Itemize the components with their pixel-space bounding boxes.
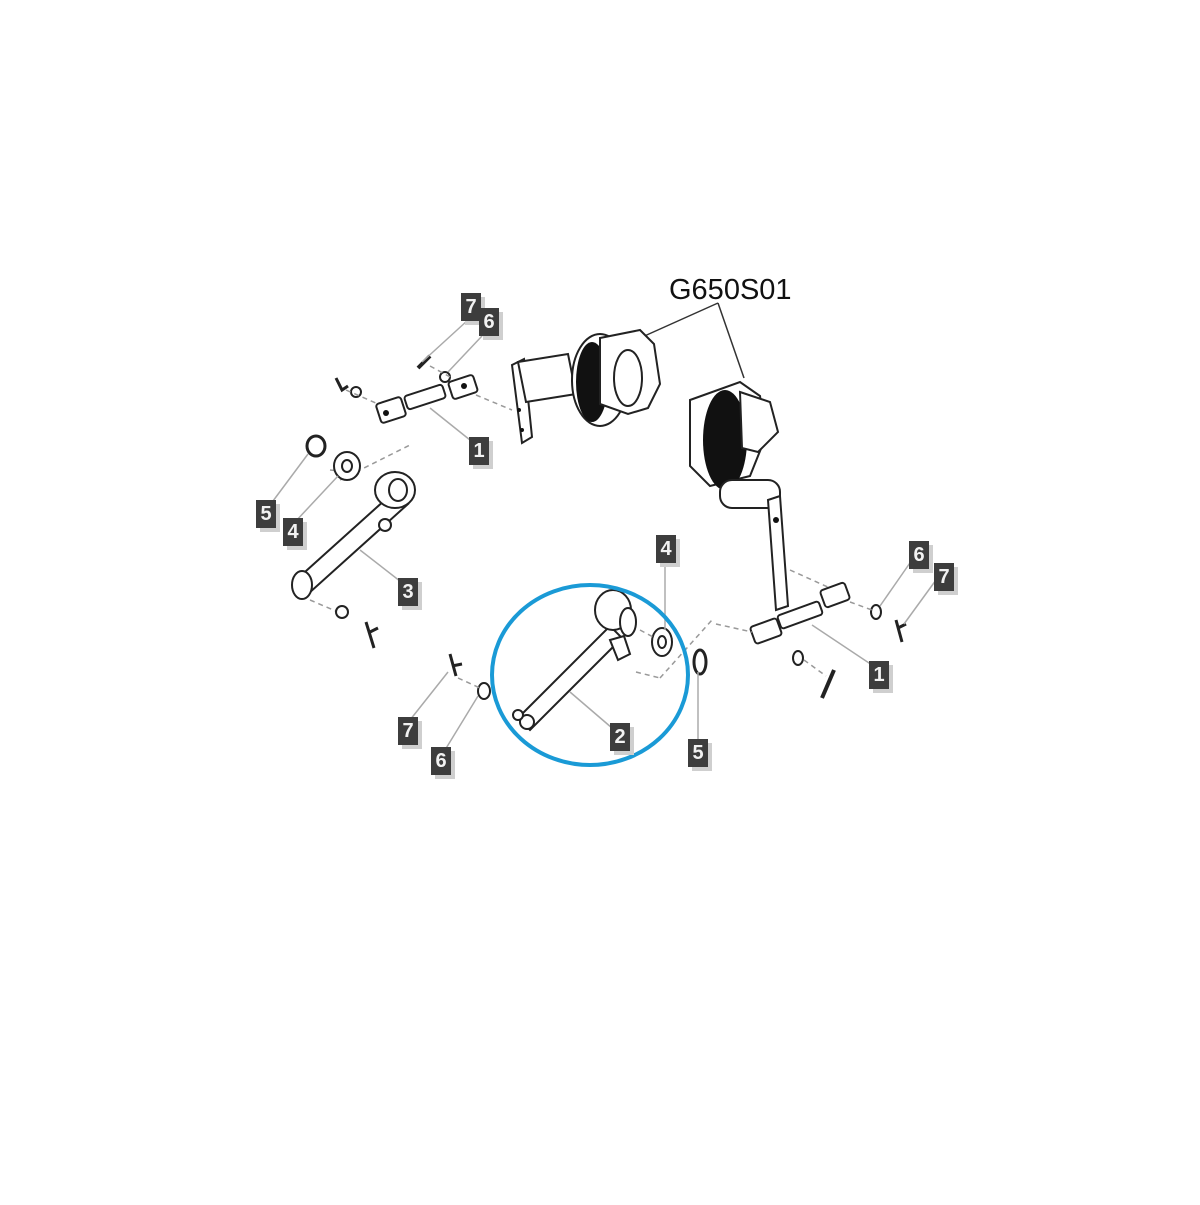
callout-6: 6 (909, 541, 929, 569)
callout-6: 6 (431, 747, 451, 775)
callout-1: 1 (869, 661, 889, 689)
callout-5: 5 (256, 500, 276, 528)
callout-4: 4 (656, 535, 676, 563)
callout-7: 7 (934, 563, 954, 591)
part-3-release-lever (291, 444, 416, 613)
right-clutch-release-unit (689, 380, 831, 612)
callout-2: 2 (610, 723, 630, 751)
highlight-circle (490, 583, 690, 767)
callout-3: 3 (398, 578, 418, 606)
callout-6: 6 (479, 308, 499, 336)
callout-1: 1 (469, 437, 489, 465)
callout-7: 7 (398, 717, 418, 745)
assembly-leader-lines (639, 302, 745, 379)
callout-5: 5 (688, 739, 708, 767)
left-clutch-release-unit (510, 328, 662, 445)
left-washers-4-5 (269, 434, 379, 649)
upper-pin-and-washer (334, 319, 483, 405)
part-2-release-lever (512, 560, 713, 742)
part-1-upper-turnbuckle (375, 374, 513, 441)
part-1-lower-turnbuckle (715, 559, 937, 699)
lower-left-pin-washer (409, 653, 491, 751)
callout-7: 7 (461, 293, 481, 321)
assembly-code-label: G650S01 (669, 274, 792, 306)
callout-4: 4 (283, 518, 303, 546)
